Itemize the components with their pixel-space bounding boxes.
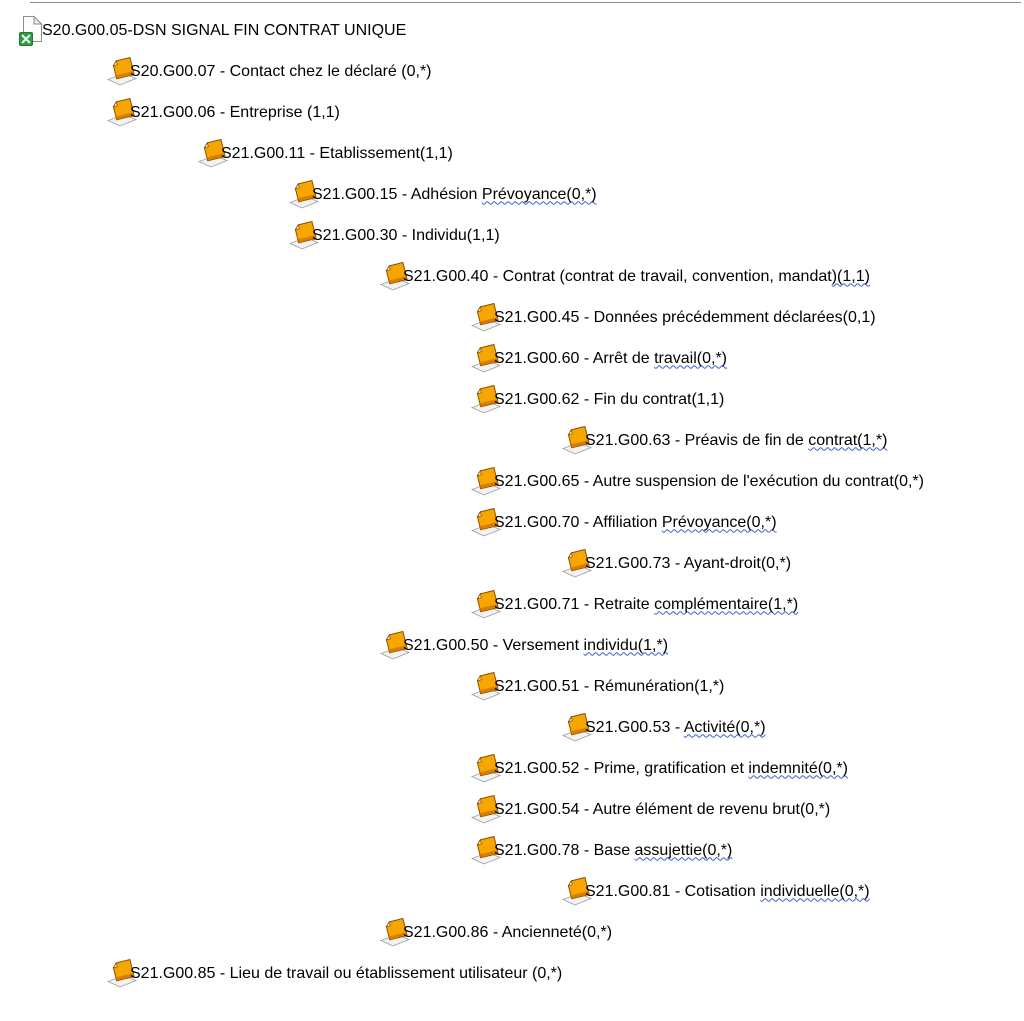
tree-item-label: S21.G00.78 - Base assujettie(0,*): [494, 841, 733, 859]
tree-root-label: S20.G00.05-DSN SIGNAL FIN CONTRAT UNIQUE: [42, 21, 407, 39]
orange-tag-icon: [469, 302, 503, 334]
tree-item-label: S21.G00.51 - Rémunération(1,*): [494, 677, 725, 695]
tree-item-label: S21.G00.53 - Activité(0,*): [585, 718, 766, 736]
tree-item-label: S21.G00.11 - Etablissement(1,1): [221, 144, 453, 162]
tree-item: S21.G00.40 - Contrat (contrat de travail…: [0, 256, 1024, 297]
tree-item-label: S21.G00.86 - Ancienneté(0,*): [403, 923, 613, 941]
dsn-structure-tree: S20.G00.05-DSN SIGNAL FIN CONTRAT UNIQUE…: [0, 10, 1024, 994]
tree-item: S21.G00.60 - Arrêt de travail(0,*): [0, 338, 1024, 379]
tree-item-label: S21.G00.15 - Adhésion Prévoyance(0,*): [312, 185, 597, 203]
tree-item-label: S21.G00.60 - Arrêt de travail(0,*): [494, 349, 727, 367]
orange-tag-icon: [378, 261, 412, 293]
tree-item: S21.G00.51 - Rémunération(1,*): [0, 666, 1024, 707]
tree-item-label: S21.G00.85 - Lieu de travail ou établiss…: [130, 964, 563, 982]
tree-item-label: S21.G00.65 - Autre suspension de l'exécu…: [494, 472, 924, 490]
orange-tag-icon: [469, 835, 503, 867]
excel-document-icon: [18, 14, 44, 47]
orange-tag-icon: [469, 589, 503, 621]
tree-item: S21.G00.86 - Ancienneté(0,*): [0, 912, 1024, 953]
tree-item-label: S21.G00.45 - Données précédemment déclar…: [494, 308, 876, 326]
top-rule: [30, 2, 1021, 3]
spellcheck-squiggle: Prévoyance(0,*): [481, 185, 597, 203]
tree-item-label: S20.G00.07 - Contact chez le déclaré (0,…: [130, 62, 432, 80]
orange-tag-icon: [105, 56, 139, 88]
tree-item-label: S21.G00.54 - Autre élément de revenu bru…: [494, 800, 831, 818]
tree-item-label: S21.G00.06 - Entreprise (1,1): [130, 103, 340, 121]
orange-tag-icon: [378, 917, 412, 949]
tree-item-label: S21.G00.52 - Prime, gratification et ind…: [494, 759, 848, 777]
tree-item: S21.G00.54 - Autre élément de revenu bru…: [0, 789, 1024, 830]
orange-tag-icon: [469, 753, 503, 785]
tree-item-label: S21.G00.40 - Contrat (contrat de travail…: [403, 267, 870, 285]
orange-tag-icon: [469, 794, 503, 826]
tree-item: S21.G00.30 - Individu(1,1): [0, 215, 1024, 256]
tree-item-label: S21.G00.63 - Préavis de fin de contrat(1…: [585, 431, 888, 449]
orange-tag-icon: [105, 958, 139, 990]
spellcheck-squiggle: contrat(1,*): [808, 431, 888, 449]
tree-item: S21.G00.85 - Lieu de travail ou établiss…: [0, 953, 1024, 994]
orange-tag-icon: [287, 220, 321, 252]
orange-tag-icon: [560, 548, 594, 580]
orange-tag-icon: [469, 507, 503, 539]
tree-item-label: S21.G00.81 - Cotisation individuelle(0,*…: [585, 882, 870, 900]
tree-item: S21.G00.62 - Fin du contrat(1,1): [0, 379, 1024, 420]
tree-item: S21.G00.53 - Activité(0,*): [0, 707, 1024, 748]
tree-item: S21.G00.63 - Préavis de fin de contrat(1…: [0, 420, 1024, 461]
tree-item: S20.G00.07 - Contact chez le déclaré (0,…: [0, 51, 1024, 92]
tree-item-label: S21.G00.70 - Affiliation Prévoyance(0,*): [494, 513, 777, 531]
spellcheck-squiggle: indemnité(0,*): [748, 759, 848, 777]
orange-tag-icon: [469, 671, 503, 703]
tree-item: S21.G00.15 - Adhésion Prévoyance(0,*): [0, 174, 1024, 215]
spellcheck-squiggle: Prévoyance(0,*): [661, 513, 777, 531]
spellcheck-squiggle: )(1,1): [831, 267, 870, 285]
spellcheck-squiggle: individu(1,*): [583, 636, 669, 654]
tree-item: S21.G00.45 - Données précédemment déclar…: [0, 297, 1024, 338]
tree-item-label: S21.G00.50 - Versement individu(1,*): [403, 636, 669, 654]
tree-item: S21.G00.06 - Entreprise (1,1): [0, 92, 1024, 133]
tree-item-label: S21.G00.73 - Ayant-droit(0,*): [585, 554, 792, 572]
orange-tag-icon: [469, 466, 503, 498]
spellcheck-squiggle: complémentaire(1,*): [654, 595, 799, 613]
spellcheck-squiggle: Activité(0,*): [683, 718, 766, 736]
orange-tag-icon: [287, 179, 321, 211]
tree-item: S21.G00.73 - Ayant-droit(0,*): [0, 543, 1024, 584]
spellcheck-squiggle: individuelle(0,*): [760, 882, 870, 900]
spellcheck-squiggle: travail(0,*): [654, 349, 727, 367]
tree-item-label: S21.G00.30 - Individu(1,1): [312, 226, 500, 244]
orange-tag-icon: [105, 97, 139, 129]
orange-tag-icon: [378, 630, 412, 662]
orange-tag-icon: [469, 343, 503, 375]
orange-tag-icon: [560, 425, 594, 457]
orange-tag-icon: [560, 712, 594, 744]
orange-tag-icon: [560, 876, 594, 908]
tree-item: S21.G00.50 - Versement individu(1,*): [0, 625, 1024, 666]
orange-tag-icon: [469, 384, 503, 416]
tree-item-label: S21.G00.71 - Retraite complémentaire(1,*…: [494, 595, 799, 613]
tree-item: S21.G00.11 - Etablissement(1,1): [0, 133, 1024, 174]
tree-item: S21.G00.81 - Cotisation individuelle(0,*…: [0, 871, 1024, 912]
tree-item: S21.G00.70 - Affiliation Prévoyance(0,*): [0, 502, 1024, 543]
tree-root-item: S20.G00.05-DSN SIGNAL FIN CONTRAT UNIQUE: [0, 10, 1024, 51]
tree-item-label: S21.G00.62 - Fin du contrat(1,1): [494, 390, 725, 408]
spellcheck-squiggle: assujettie(0,*): [634, 841, 733, 859]
tree-item: S21.G00.52 - Prime, gratification et ind…: [0, 748, 1024, 789]
tree-item: S21.G00.65 - Autre suspension de l'exécu…: [0, 461, 1024, 502]
tree-item: S21.G00.71 - Retraite complémentaire(1,*…: [0, 584, 1024, 625]
tree-item: S21.G00.78 - Base assujettie(0,*): [0, 830, 1024, 871]
orange-tag-icon: [196, 138, 230, 170]
